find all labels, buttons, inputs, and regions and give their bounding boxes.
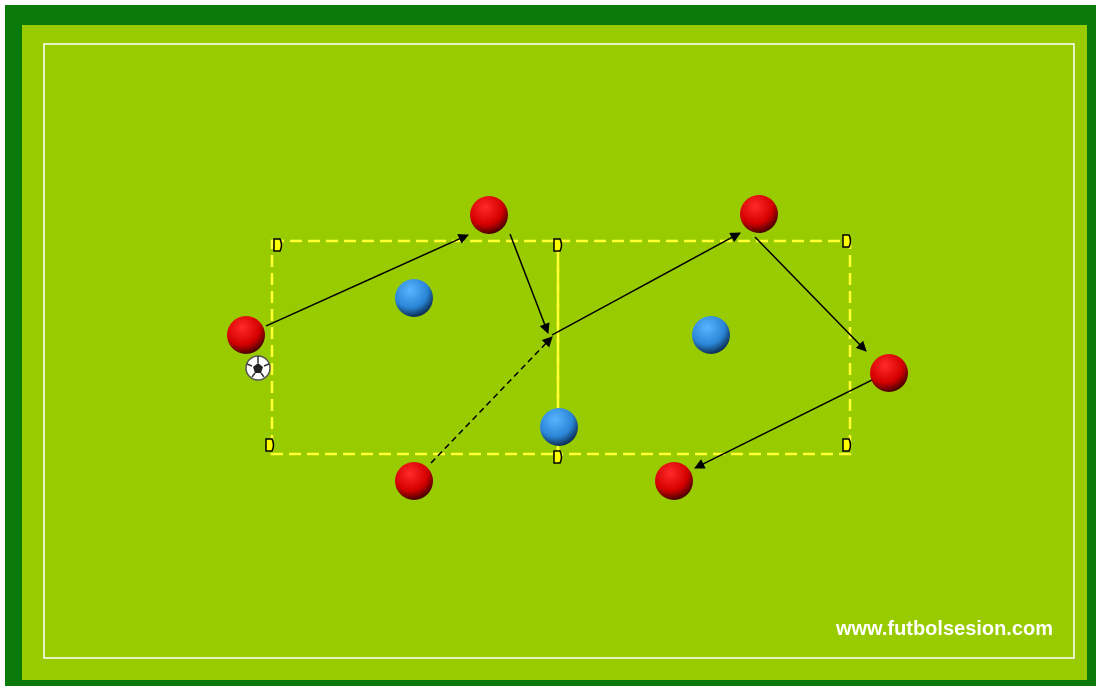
- cone-icon: [843, 439, 851, 451]
- cone-icon: [843, 235, 851, 247]
- player-red: [870, 354, 908, 392]
- player-red: [655, 462, 693, 500]
- player-blue: [692, 316, 730, 354]
- cone-icon: [554, 451, 562, 463]
- player-red: [227, 316, 265, 354]
- pitch-field: [22, 25, 1087, 680]
- watermark: www.futbolsesion.com: [836, 618, 1053, 641]
- player-blue: [540, 408, 578, 446]
- player-red: [395, 462, 433, 500]
- cone-icon: [266, 439, 274, 451]
- soccer-ball-icon: [246, 356, 270, 380]
- player-red: [740, 195, 778, 233]
- cone-icon: [274, 239, 282, 251]
- player-red: [470, 196, 508, 234]
- cone-icon: [554, 239, 562, 251]
- player-blue: [395, 279, 433, 317]
